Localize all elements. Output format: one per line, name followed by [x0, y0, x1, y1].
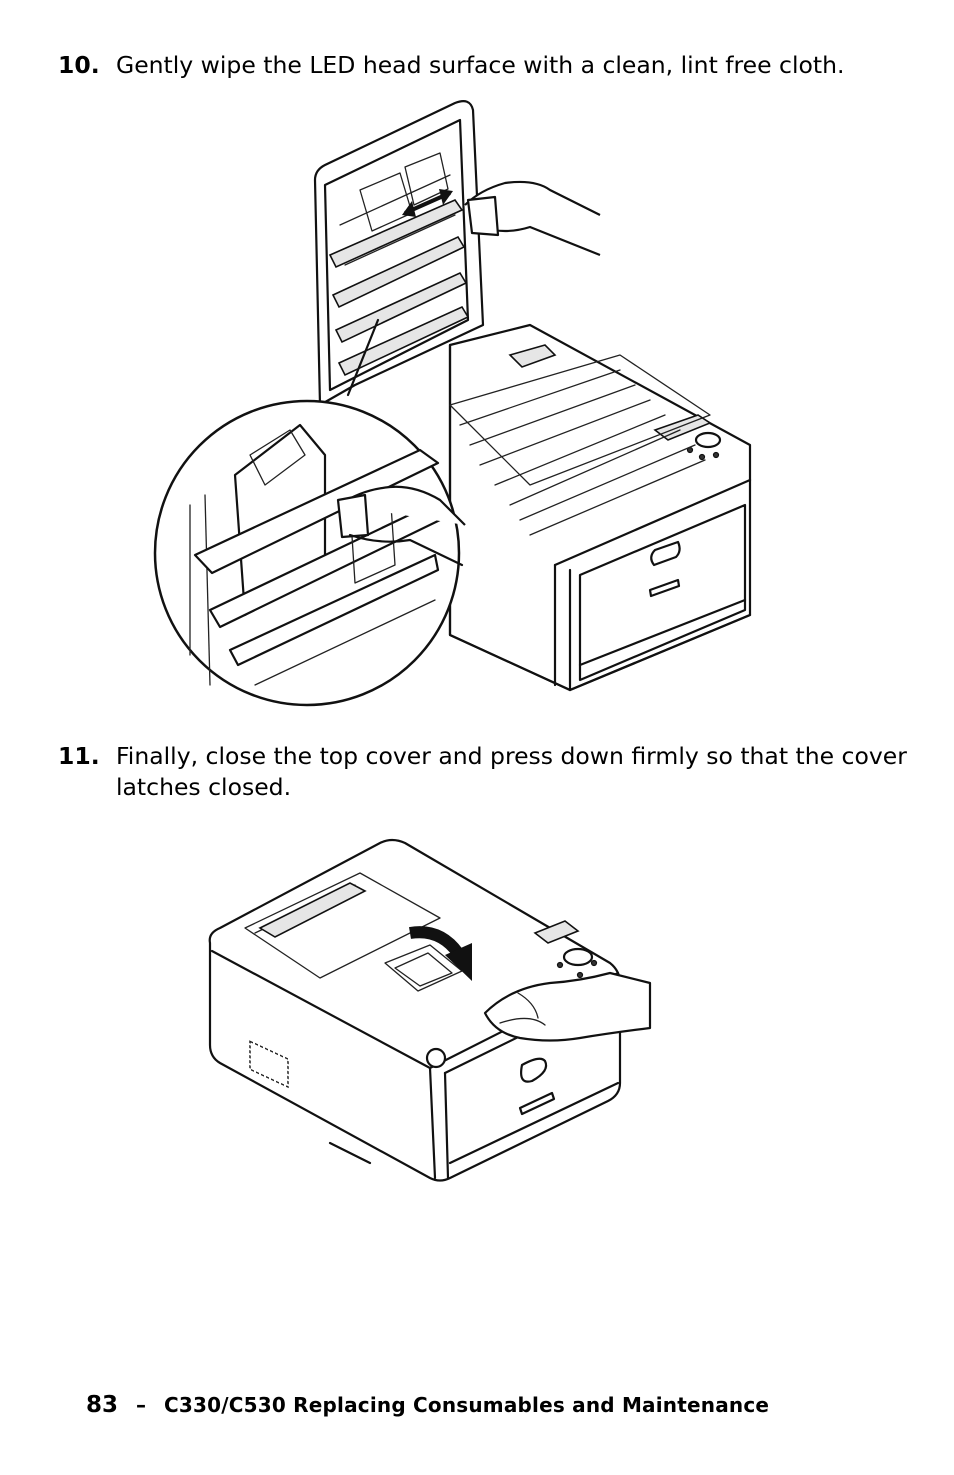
double-arrow-icon: [402, 189, 453, 217]
illustration-close-top-cover: [208, 838, 652, 1182]
page-number: 83: [86, 1392, 119, 1418]
step-text: Gently wipe the LED head surface with a …: [116, 51, 845, 79]
hand-pressing-cover: [483, 971, 652, 1042]
step-number: 11.: [58, 742, 100, 770]
footer-title: C330/C530 Replacing Consumables and Main…: [164, 1393, 770, 1417]
curved-arrow-icon: [409, 926, 472, 981]
printer-top-cover: [313, 100, 485, 407]
printer-base: [448, 323, 752, 692]
step-text: Finally, close the top cover and press d…: [116, 742, 907, 801]
illustration-wipe-led-head: [153, 100, 752, 707]
printer-closed: [208, 838, 622, 1182]
magnified-detail-circle: [153, 318, 466, 707]
footer-separator: –: [136, 1393, 147, 1417]
hand-with-cloth-top: [464, 180, 601, 257]
page-footer: 83–C330/C530 Replacing Consumables and M…: [86, 1392, 769, 1418]
step-number: 10.: [58, 51, 100, 79]
